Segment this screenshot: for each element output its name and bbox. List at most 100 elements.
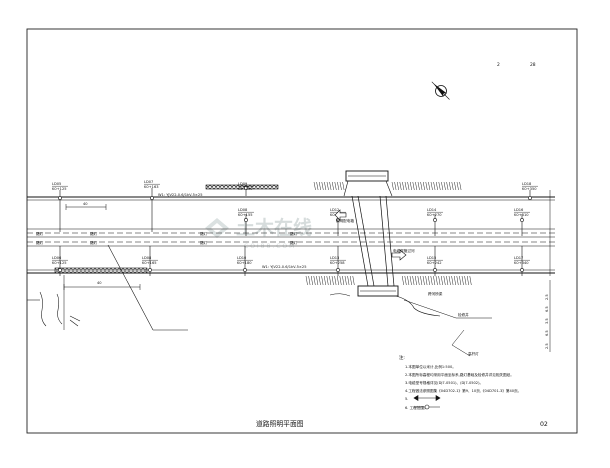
lower-lamp-sta-5: K0+340 bbox=[514, 261, 529, 265]
edge-label-0: 2.5 bbox=[545, 343, 549, 349]
lower-lamp-sta-0: K0+125 bbox=[52, 261, 67, 265]
lower-lamp-sta-1: K0+165 bbox=[142, 261, 157, 265]
note-6: 6. 工程范围。 bbox=[405, 405, 428, 410]
upper-lamp-sta-6: K0+310 bbox=[514, 213, 529, 217]
dimension-lower bbox=[63, 275, 141, 330]
notes-block: 注: 1.本图单位以米计,比例1:500。 2.本图所标高程均采用平面坐标系,路… bbox=[399, 354, 521, 410]
upper-lamp-id-1: LD07 bbox=[144, 180, 153, 184]
note-2: 2.本图所标高程均采用平面坐标系,路灯基础及检修井详见相关图纸。 bbox=[405, 372, 514, 377]
note-4: 4.工程做法参照图集《04D702-1》第9、10页,《04D701-3》第40… bbox=[405, 388, 521, 393]
upper-lamp-sta-7: K0+350 bbox=[522, 187, 537, 191]
lower-lamp-id-4: LD15 bbox=[427, 256, 436, 260]
leader-line bbox=[107, 244, 188, 331]
lane-label-0: 路灯 bbox=[36, 231, 44, 236]
callout-box-label: 检修井 bbox=[458, 312, 469, 317]
lamp-pole-icon bbox=[336, 268, 340, 272]
legend-range-icon bbox=[413, 394, 441, 410]
side-road-left bbox=[27, 291, 81, 327]
road-plan bbox=[27, 196, 555, 274]
callout-cable: 电缆穿管过河 bbox=[393, 248, 415, 253]
lamp-pole-icon bbox=[148, 268, 152, 272]
lower-lamp-id-0: LD06 bbox=[52, 256, 62, 260]
upper-lamp-id-0: LD05 bbox=[52, 182, 61, 186]
lower-lamp-sta-4: K0+242 bbox=[427, 261, 442, 265]
lamp-pole-icon bbox=[243, 268, 247, 272]
bridge-crossing bbox=[329, 170, 441, 317]
lamp-pole-icon bbox=[520, 268, 524, 272]
cable-label-lower: W1: YJV22-0.6/1kV-5×25 bbox=[262, 265, 307, 269]
embankment-hatch-top bbox=[313, 181, 462, 191]
notes-heading: 注: bbox=[399, 354, 405, 361]
lamp-pole-icon bbox=[244, 218, 248, 222]
callout-lamp-base: 照明配电箱 bbox=[336, 218, 354, 223]
lane-labels: 路灯路灯路灯路灯路灯路灯路灯路灯 bbox=[36, 231, 298, 245]
traffic-arrow-right bbox=[391, 249, 407, 261]
lower-lamp-sta-2: K0+180 bbox=[237, 261, 252, 265]
traffic-arrow-left bbox=[334, 209, 347, 221]
drawing-frame bbox=[26, 28, 578, 434]
cable-trench-lower bbox=[54, 267, 148, 274]
lower-lamp-sta-3: K0+258 bbox=[330, 261, 345, 265]
lane-label-7: 路灯 bbox=[290, 240, 298, 245]
note-3: 3.电缆型号规格详见(DJ7-0501)、(DJ7-0502)。 bbox=[405, 380, 483, 385]
upper-lamp-sta-2: K0+155 bbox=[238, 213, 253, 217]
dimension-lower-label: 40 bbox=[97, 281, 102, 285]
lower-lamp-id-2: LD10 bbox=[237, 256, 247, 260]
callout-bridge: 跨河桥梁 bbox=[428, 291, 443, 296]
upper-lamp-id-6: LD16 bbox=[514, 208, 524, 212]
callout-pole-label: 高杆灯 bbox=[468, 351, 479, 356]
lower-lamp-id-3: LD13 bbox=[330, 256, 339, 260]
edge-label-4: 2.5 bbox=[545, 294, 549, 300]
lamp-pole-icon bbox=[520, 218, 524, 222]
watermark-url: COI88.COM bbox=[244, 243, 296, 250]
lower-lamp-id-5: LD17 bbox=[514, 256, 523, 260]
note-5: 5. bbox=[405, 397, 408, 401]
lamp-pole-icon bbox=[58, 196, 62, 200]
upper-lamp-sta-0: K0+125 bbox=[52, 187, 67, 191]
upper-lamp-sta-1: K0+163 bbox=[144, 185, 159, 189]
dimension-upper bbox=[65, 204, 107, 210]
upper-lamp-id-7: LD18 bbox=[522, 182, 532, 186]
upper-lamp-id-3: LD09 bbox=[238, 182, 248, 186]
upper-lamp-sta-3: K0+190 bbox=[238, 187, 253, 191]
page-number: 02 bbox=[540, 421, 548, 428]
lane-label-4: 路灯 bbox=[36, 240, 44, 245]
callout-leader-box bbox=[403, 299, 492, 357]
upper-lamp-sta-5: K0+270 bbox=[427, 213, 442, 217]
note-1: 1.本图单位以米计,比例1:500。 bbox=[405, 364, 456, 369]
lamp-pole-icon bbox=[58, 268, 62, 272]
edge-dimension-labels: 2.56.53.56.52.5 bbox=[545, 190, 551, 352]
sheet-index: 2 bbox=[497, 62, 500, 68]
dimension-upper-label: 40 bbox=[83, 202, 88, 206]
edge-label-2: 3.5 bbox=[545, 318, 549, 324]
lamp-pole-icon bbox=[433, 218, 437, 222]
lane-label-2: 路灯 bbox=[200, 231, 208, 236]
lamp-pole-icon bbox=[150, 196, 154, 200]
upper-lamp-id-4: LD12 bbox=[330, 208, 339, 212]
lower-lamp-id-1: LD08 bbox=[142, 256, 152, 260]
upper-lamp-id-5: LD14 bbox=[427, 208, 437, 212]
sheet-title: 道路照明平面图 bbox=[256, 419, 304, 428]
cable-trench-upper bbox=[205, 184, 279, 190]
lane-label-6: 路灯 bbox=[200, 240, 208, 245]
upper-lamp-id-2: LD08 bbox=[238, 208, 248, 212]
lamp-pole-icon bbox=[528, 196, 532, 200]
cable-label-upper: W1: YJV22-0.6/1kV-5×25 bbox=[158, 193, 203, 197]
lane-label-1: 路灯 bbox=[90, 231, 98, 236]
